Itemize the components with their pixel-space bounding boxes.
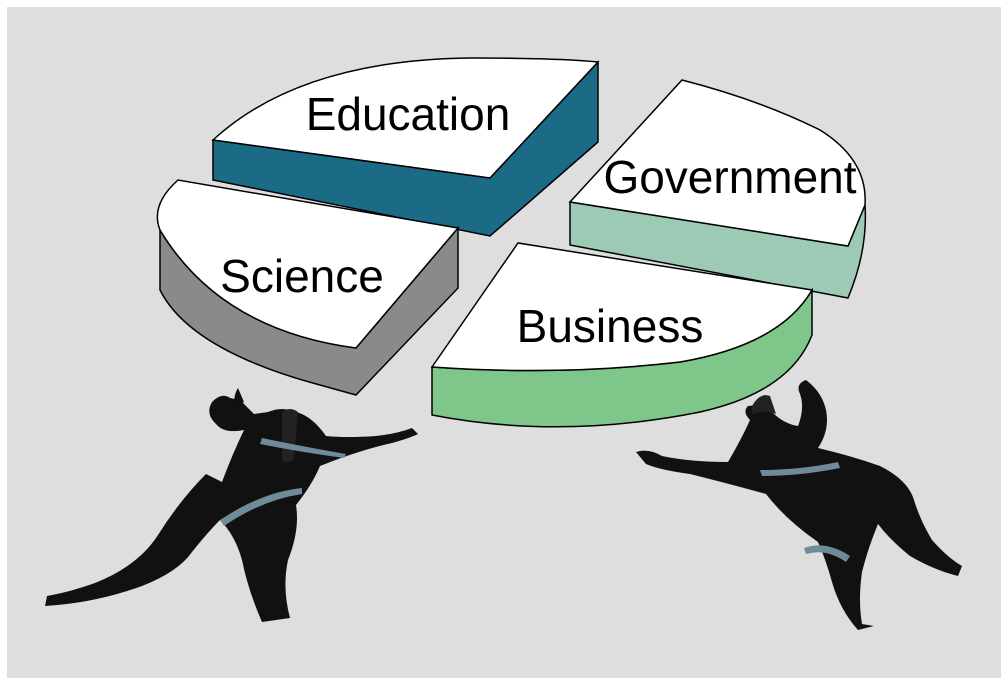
right-businessman-figure — [636, 380, 962, 630]
label-science: Science — [220, 250, 384, 302]
left-businessman-figure — [45, 388, 418, 622]
pie-slice-business: Business — [430, 242, 814, 428]
label-government: Government — [603, 151, 856, 203]
label-business: Business — [517, 300, 704, 352]
pie-slice-government: Government — [568, 79, 867, 299]
pie-slice-education: Education — [211, 57, 600, 237]
label-education: Education — [306, 88, 511, 140]
pie-slice-science: Science — [156, 179, 460, 396]
